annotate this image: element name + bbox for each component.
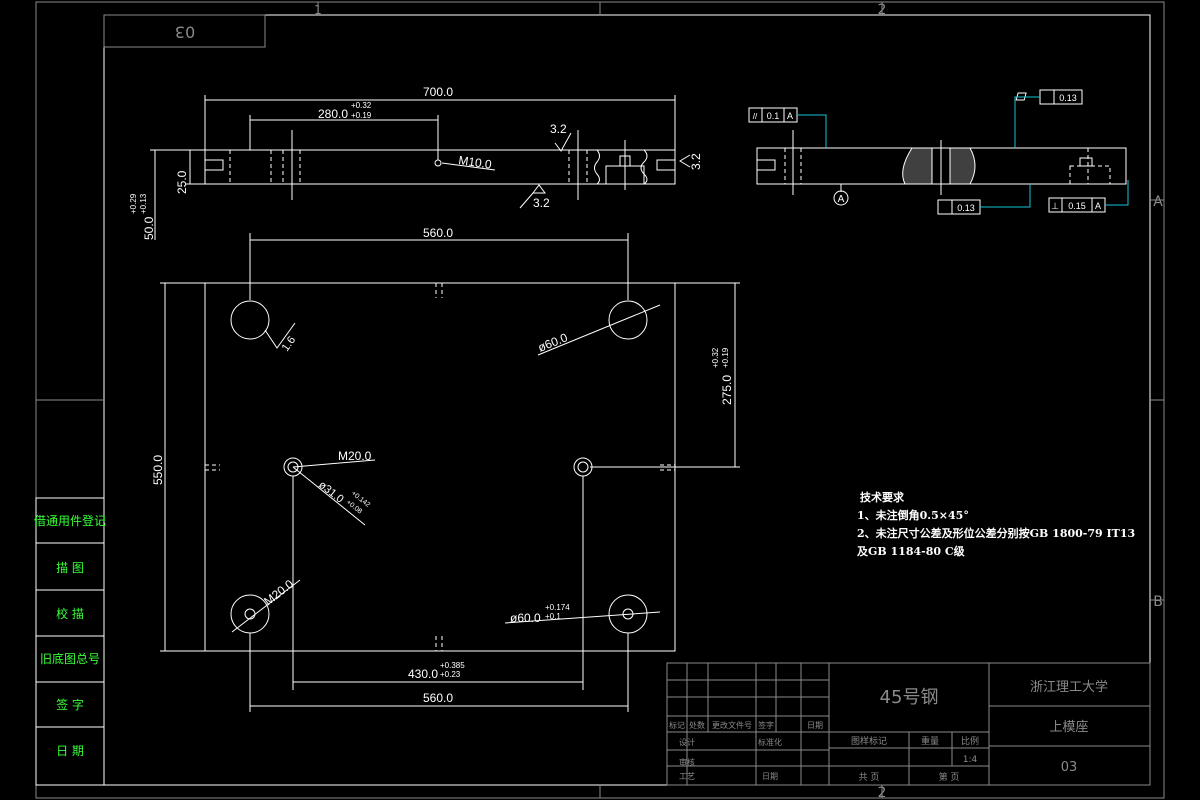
row-review: 审核	[679, 757, 695, 767]
dim-560-bottom: 560.0	[423, 691, 453, 705]
hdr-change-doc: 更改文件号	[712, 720, 752, 730]
hdr-count: 处数	[689, 720, 705, 730]
tol-50-lower: +0.13	[139, 193, 148, 214]
tol-275-lower: +0.19	[721, 347, 730, 368]
row-date: 日期	[762, 772, 778, 781]
total-sheets: 共 页	[859, 772, 880, 783]
roughness-bottom: 3.2	[533, 196, 550, 210]
guide-hole-top-left	[230, 300, 270, 340]
datum-a-label: A	[838, 194, 845, 205]
scale-value: 1:4	[963, 755, 978, 765]
dim-280: 280.0	[318, 107, 348, 121]
tol-50-upper: +0.29	[129, 193, 138, 214]
part-name: 上模座	[1049, 720, 1088, 735]
notes-line-2: 2、未注尺寸公差及形位公差分别按GB 1800-79 IT13	[857, 526, 1135, 540]
section-hatch-left	[902, 147, 933, 185]
front-view: 700.0 280.0 +0.32 +0.19 M10.0 3.2 3.2 3.…	[129, 85, 703, 240]
dim-430: 430.0	[408, 667, 438, 681]
side-item-date: 日 期	[56, 744, 84, 758]
fcf-parallel-datum: A	[787, 111, 793, 121]
dim-550: 550.0	[151, 455, 165, 485]
sheet-frame: 1 2 2 A B	[35, 1, 1165, 800]
dia-60-bottom: ø60.0	[510, 611, 541, 625]
notes-line-1: 1、未注倒角0.5×45°	[857, 508, 969, 522]
hdr-scale: 比例	[961, 735, 979, 747]
guide-hole-top-right	[608, 300, 648, 340]
row-design: 设计	[679, 737, 695, 747]
tol-60-upper: +0.174	[545, 603, 570, 612]
hdr-date: 日期	[807, 721, 823, 730]
roughness-right: 3.2	[689, 153, 703, 170]
fcf-flatness-top-tol: 0.13	[1059, 93, 1077, 103]
title-block: 45号钢 浙江理工大学 上模座 03 标记 处数 更改文件号 签字 日期 设计 …	[666, 662, 1151, 786]
fcf-parallel-symbol: //	[753, 112, 758, 121]
technical-requirements: 技术要求 1、未注倒角0.5×45° 2、未注尺寸公差及形位公差分别按GB 18…	[857, 490, 1135, 558]
zone-label-right-a: A	[1153, 194, 1163, 210]
zone-label-top-2: 2	[878, 2, 887, 18]
hdr-weight: 重量	[921, 735, 939, 747]
dim-275: 275.0	[720, 375, 734, 405]
fcf-flatness-bottom-tol: 0.13	[957, 203, 975, 213]
zone-label-top-1: 1	[314, 3, 322, 17]
tol-280-upper: +0.32	[351, 101, 372, 110]
screw-hole-right	[573, 457, 593, 477]
roughness-top: 3.2	[550, 122, 567, 136]
side-view: A // 0.1 A 0.13 0.13 ⊥ 0.15 A	[748, 89, 1129, 215]
dia-60-top: ø60.0	[536, 330, 570, 355]
fcf-perp-tol: 0.15	[1068, 201, 1086, 211]
thread-m10-label: M10.0	[458, 153, 493, 172]
drawing-number: 03	[1061, 760, 1078, 775]
zone-label-right-b: B	[1153, 594, 1163, 610]
hdr-mark: 标记	[669, 720, 685, 730]
plan-view: 560.0 550.0 275.0 +0.32 +0.19 ø60.0 1.6 …	[151, 226, 740, 712]
hdr-sign: 签字	[758, 720, 774, 730]
hdr-stage-mark: 图样标记	[851, 735, 887, 747]
side-item-check: 校 描	[56, 606, 84, 621]
side-registration-panel: 借通用件登记 描 图 校 描 旧底图总号 签 字 日 期	[34, 497, 106, 786]
row-standardization: 标准化	[758, 737, 782, 747]
fcf-parallel-tol: 0.1	[767, 111, 780, 121]
side-item-tracing: 描 图	[56, 561, 84, 575]
tol-60-lower: +0.1	[545, 612, 561, 621]
tol-275-upper: +0.32	[711, 347, 720, 368]
zone-label-bottom-2: 2	[878, 785, 887, 800]
section-hatch-right	[949, 147, 976, 185]
dim-50: 50.0	[142, 216, 156, 240]
dim-25: 25.0	[175, 170, 189, 194]
school-name: 浙江理工大学	[1030, 679, 1108, 695]
dia-31: ø31.0	[316, 479, 346, 506]
tol-430-upper: +0.385	[440, 661, 465, 670]
notes-title: 技术要求	[860, 490, 905, 504]
tol-430-lower: +0.23	[440, 670, 461, 679]
row-process: 工艺	[679, 772, 695, 781]
thread-m20-bottom: M20.0	[261, 577, 296, 609]
tol-280-lower: +0.19	[351, 111, 372, 120]
fcf-perp-datum: A	[1095, 201, 1101, 211]
roughness-16: 1.6	[280, 334, 299, 353]
side-item-signature: 签 字	[56, 697, 84, 712]
fcf-perp-symbol: ⊥	[1051, 201, 1059, 211]
side-item-old-number: 旧底图总号	[40, 651, 100, 666]
dim-560-top: 560.0	[423, 226, 453, 240]
side-item-registration: 借通用件登记	[34, 513, 106, 528]
stamp-text: 03	[175, 23, 195, 42]
dim-overall-length: 700.0	[423, 85, 453, 99]
drawing-number-stamp: 03	[103, 14, 266, 48]
notes-line-3: 及GB 1184-80 C级	[857, 544, 966, 558]
thread-m20-left: M20.0	[338, 449, 372, 463]
sheet-number: 第 页	[939, 771, 960, 783]
material-label: 45号钢	[880, 687, 939, 708]
